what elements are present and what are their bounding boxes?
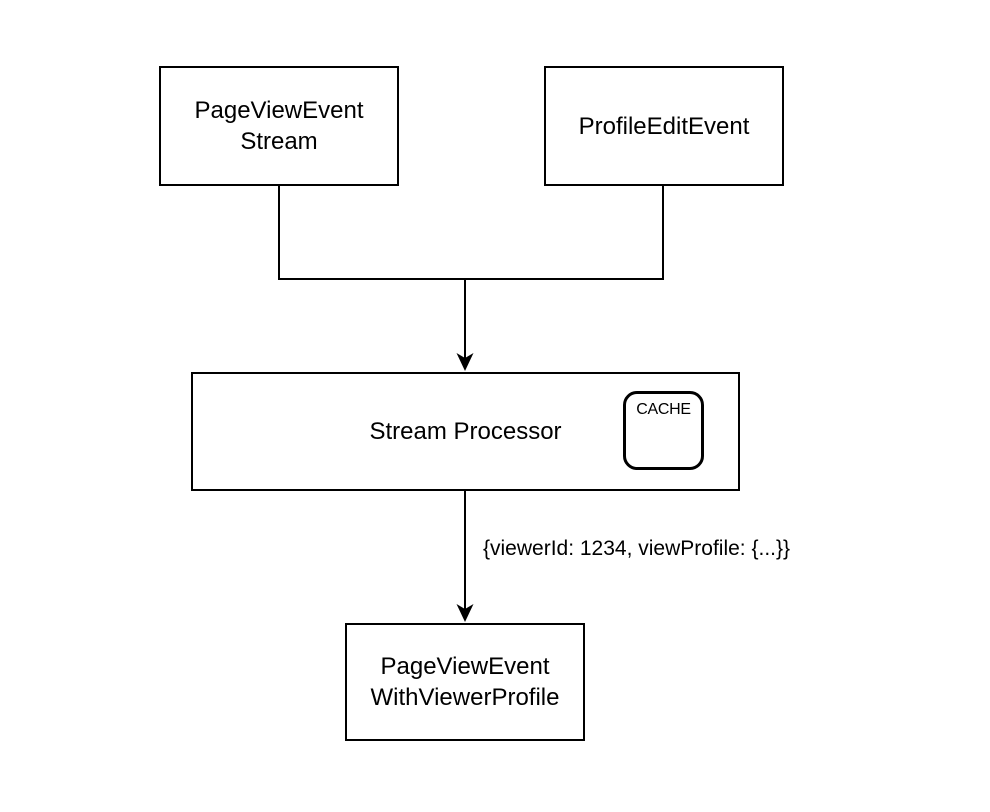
edge-label-viewer-payload: {viewerId: 1234, viewProfile: {...}}: [483, 537, 791, 560]
node-pageviewevent-stream: PageViewEvent Stream: [159, 66, 399, 186]
arrowhead-icon: [456, 353, 474, 371]
node-stream-processor: Stream Processor CACHE: [191, 372, 740, 491]
node-label: ProfileEditEvent: [578, 112, 750, 140]
node-label: PageViewEvent Stream: [194, 97, 364, 155]
cache-badge-label: CACHE: [636, 401, 691, 418]
arrowhead-icon: [456, 604, 474, 622]
node-pageviewevent-withviewerprofile: PageViewEvent WithViewerProfile: [345, 623, 585, 741]
cache-badge: CACHE: [623, 391, 704, 470]
node-label: PageViewEvent WithViewerProfile: [370, 653, 560, 711]
node-profileeditevent: ProfileEditEvent: [544, 66, 784, 186]
node-label: Stream Processor: [369, 418, 562, 445]
